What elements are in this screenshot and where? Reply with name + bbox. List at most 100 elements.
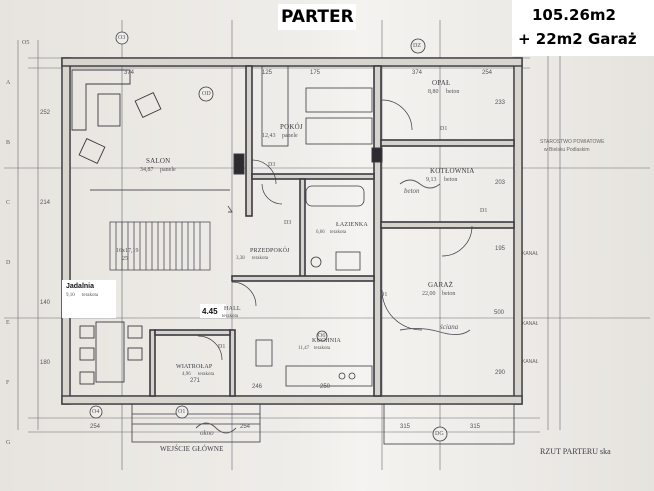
entrance-steps [131, 403, 515, 445]
dim-top-5: 254 [482, 70, 493, 76]
room-kotlownia-area: 9,13 [426, 177, 437, 183]
axis-markers [89, 31, 448, 442]
dim-right-3: 195 [495, 246, 506, 252]
room-przedpokoj-finish: terakota [252, 256, 269, 261]
room-kotlownia-finish: beton [444, 177, 458, 183]
door-tag-d1-kotlownia: D1 [480, 208, 488, 214]
salon-furniture [71, 69, 162, 164]
dim-bot-3: 315 [400, 424, 411, 430]
stamp-starostwo: STAROSTWO POWIATOWE [540, 139, 605, 145]
wall-fills [61, 57, 523, 405]
room-garaz-area: 22,00 [422, 291, 436, 297]
side-kanal-1: KANAŁ [522, 251, 539, 257]
room-lazienka-finish: terakota [330, 230, 347, 235]
axis-letter-e: E [6, 320, 10, 326]
door-tag-d1-opal: D1 [440, 126, 448, 132]
stairs [109, 221, 211, 271]
dining-furniture [79, 321, 143, 385]
dim-left-2: 214 [40, 200, 51, 206]
outer-walls [61, 57, 523, 405]
dim-kitchen-w: 250 [320, 384, 331, 390]
room-lazienka-name: ŁAZIENKA [336, 222, 368, 228]
room-salon-area: 34,87 [140, 167, 154, 173]
dim-top-1: 374 [124, 70, 135, 76]
dim-top-3: 175 [310, 70, 321, 76]
window-tag-dz: DZ [413, 43, 421, 49]
room-jadalnia-finish: terakota [82, 293, 99, 298]
room-jadalnia-name: Jadalnia [66, 283, 95, 290]
room-opal-area: 8,80 [428, 89, 439, 95]
room-jadalnia-area: 9,10 [66, 293, 75, 298]
window-tag-o6: O6 [318, 333, 326, 339]
room-wiatrolap-finish: terakota [198, 372, 215, 377]
dim-right-4: 500 [494, 310, 505, 316]
room-wiatrolap-area: 4,96 [182, 372, 191, 377]
room-opal-finish: beton [446, 89, 460, 95]
room-przedpokoj-area: 3,38 [236, 256, 245, 261]
room-lazienka-area: 6,66 [316, 230, 325, 235]
window-tag-o1: O1 [178, 409, 186, 415]
dim-right-5: 290 [495, 370, 506, 376]
chimneys [233, 147, 383, 175]
room-hall-area: 4.45 [202, 307, 218, 316]
dim-bot-2: 254 [240, 424, 251, 430]
window-tag-dg: DG [435, 431, 444, 437]
room-kuchnia-area: 11,47 [298, 346, 310, 351]
room-przedpokoj-name: PRZEDPOKÓJ [250, 248, 290, 254]
window-tag-o3: O3 [118, 35, 126, 41]
handwritten-note-1: ściana [440, 323, 459, 331]
room-pokoj-area: 12,43 [262, 133, 276, 139]
door-tag-d3-pokoj: D3 [268, 162, 276, 168]
handwriting-marks [90, 179, 471, 434]
plan-title: PARTER [281, 7, 354, 27]
axis-letter-c: C [6, 200, 11, 206]
plan-caption: RZUT PARTERU ska [540, 447, 611, 456]
room-garaz-finish: beton [442, 291, 456, 297]
window-tag-od: OD [202, 91, 211, 97]
room-salon-name: SALON [146, 157, 171, 165]
entrance-label: WEJŚCIE GŁÓWNE [160, 445, 224, 453]
side-kanal-3: KANAŁ [522, 359, 539, 365]
dim-top-4: 374 [412, 70, 423, 76]
side-kanal-2: KANAŁ [522, 321, 539, 327]
dim-stair-w: 271 [190, 378, 201, 384]
dim-bot-1: 254 [90, 424, 101, 430]
room-kotlownia-name: KOTŁOWNIA [430, 167, 475, 175]
axis-letter-b: B [6, 140, 11, 146]
handwritten-note-3: beton [404, 187, 420, 195]
interior-walls [149, 65, 515, 397]
door-tag-d1-garaz: D1 [380, 292, 388, 298]
room-salon-finish: panele [160, 167, 176, 173]
handwritten-note-2: okno [200, 429, 214, 437]
dimension-lines [4, 20, 650, 470]
door-tag-d3-lazienka: D3 [284, 220, 292, 226]
garage-area: + 22m2 Garaż [518, 30, 637, 48]
room-garaz-name: GARAŻ [428, 281, 454, 289]
dim-hall-w: 246 [252, 384, 263, 390]
dim-left-1: 252 [40, 110, 51, 116]
window-tag-o5: O5 [22, 40, 30, 46]
door-tag-d1-hall: D1 [218, 344, 226, 350]
kitchen-fixtures [255, 339, 373, 387]
room-wiatrolap-name: WIATROŁAP [176, 364, 213, 370]
total-area: 105.26m2 [532, 6, 616, 24]
dim-right-1: 233 [495, 100, 506, 106]
dim-bot-4: 315 [470, 424, 481, 430]
room-opal-name: OPAŁ [432, 79, 451, 87]
room-hall-name: HALL [224, 306, 241, 312]
axis-letter-a: A [6, 80, 11, 86]
stair-width: 25 [122, 256, 128, 262]
room-hall-finish: terakota [222, 314, 239, 319]
axis-letter-f: F [6, 380, 10, 386]
window-tag-o4: O4 [92, 409, 100, 415]
room-kuchnia-name: KUCHNIA [312, 338, 342, 344]
door-swings [197, 99, 473, 361]
axis-letter-g: G [6, 440, 11, 446]
room-kuchnia-finish: terakota [314, 346, 331, 351]
stair-steps: 16x17,19 [116, 248, 139, 254]
dim-left-3: 140 [40, 300, 51, 306]
axis-letter-d: D [6, 260, 11, 266]
room-pokoj-name: POKÓJ [280, 123, 303, 131]
